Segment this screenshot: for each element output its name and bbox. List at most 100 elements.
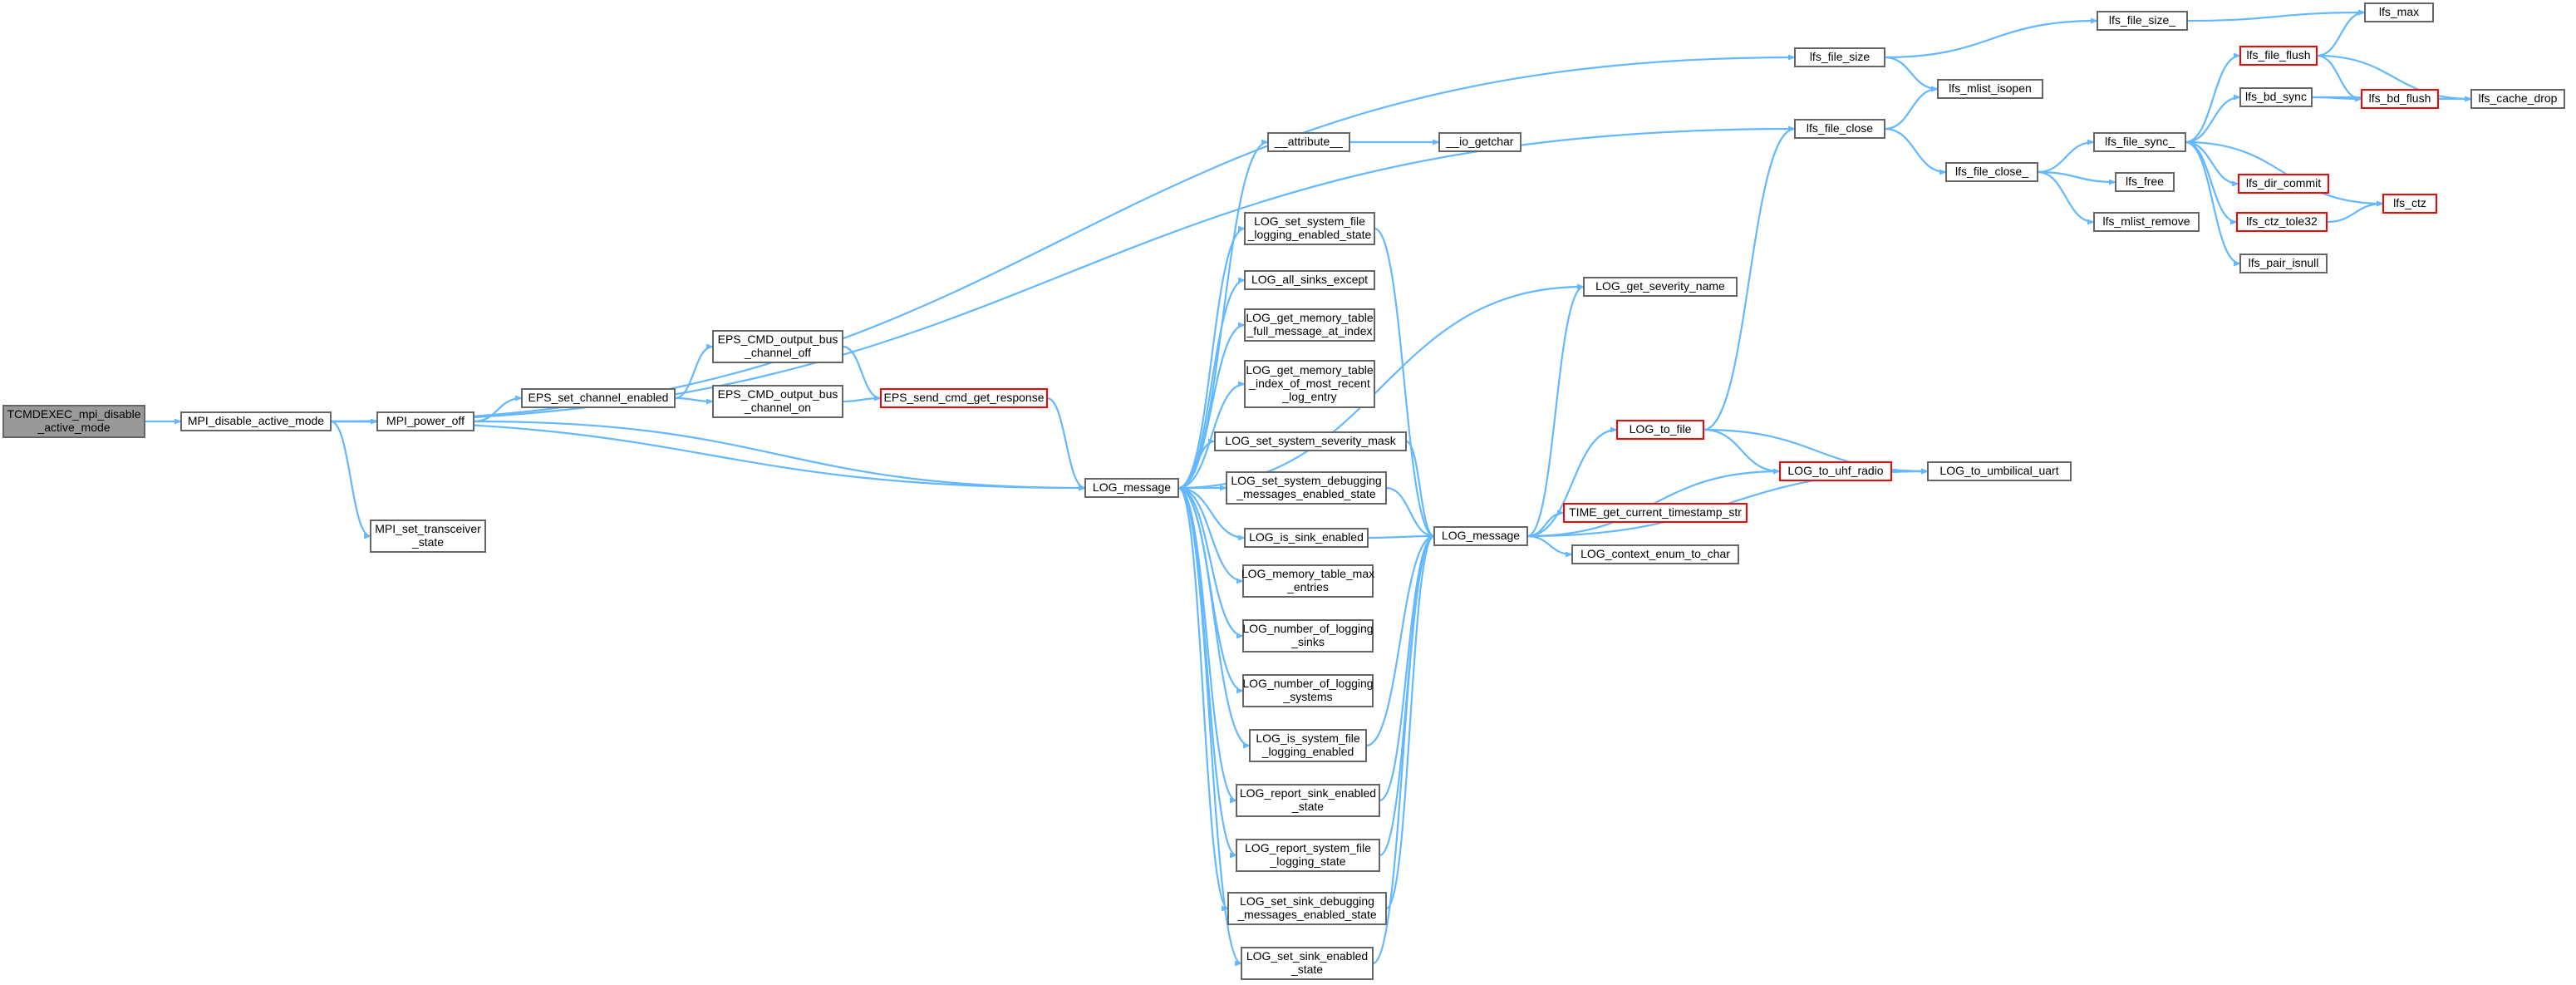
node-label: LOG_number_of_logging (1242, 622, 1373, 635)
node-lfs-file-close[interactable]: lfs_file_close_ (1945, 162, 2038, 182)
node-label: LOG_report_sink_enabled (1240, 786, 1376, 800)
node-label: _messages_enabled_state (1236, 487, 1376, 500)
node-eps-bus-off[interactable]: EPS_CMD_output_bus_channel_off (712, 330, 843, 363)
node-box (880, 388, 1048, 408)
edge-log-message-1-to-log-set-sink-debug (1177, 486, 1229, 912)
node-log-all-sinks[interactable]: LOG_all_sinks_except (1244, 270, 1375, 290)
node-label: _log_entry (1281, 390, 1336, 403)
node-lfs-dir-commit[interactable]: lfs_dir_commit (2238, 174, 2329, 194)
node-box (1241, 947, 1374, 980)
node-log-message-1[interactable]: LOG_message (1084, 478, 1179, 498)
node-label: LOG_set_sink_debugging (1240, 894, 1374, 908)
node-label: __attribute__ (1274, 135, 1343, 148)
node-box (1616, 420, 1704, 440)
node-box (1244, 270, 1375, 290)
node-log-set-sink-debug[interactable]: LOG_set_sink_debugging_messages_enabled_… (1227, 892, 1387, 925)
node-box (1779, 461, 1892, 481)
node-label: _state (1291, 800, 1324, 813)
node-label: LOG_get_memory_table (1246, 363, 1374, 377)
node-log-mem-max[interactable]: LOG_memory_table_max_entries (1241, 564, 1374, 598)
node-lfs-mlist-isopen[interactable]: lfs_mlist_isopen (1937, 79, 2043, 99)
node-lfs-pair-isnull[interactable]: lfs_pair_isnull (2239, 254, 2328, 273)
node-label: LOG_get_severity_name (1595, 279, 1725, 293)
node-lfs-file-size[interactable]: lfs_file_size (1794, 47, 1885, 67)
node-lfs-file-size[interactable]: lfs_file_size_ (2097, 11, 2188, 31)
node-box (521, 388, 676, 408)
node-lfs-ctz-tole32[interactable]: lfs_ctz_tole32 (2236, 212, 2328, 232)
node-log-to-file[interactable]: LOG_to_file (1616, 420, 1704, 440)
node-box (180, 411, 332, 431)
edge-lfs-file-close-to-lfs-mlist-isopen (1884, 86, 1939, 131)
node-log-set-sys-file[interactable]: LOG_set_system_file_logging_enabled_stat… (1244, 212, 1375, 245)
node-box (1244, 308, 1375, 342)
node-label: lfs_free (2126, 175, 2164, 188)
node-box (1794, 47, 1885, 67)
node-label: lfs_bd_sync (2245, 90, 2307, 103)
node-label: _messages_enabled_state (1236, 908, 1377, 921)
node-log-to-uhf[interactable]: LOG_to_uhf_radio (1779, 461, 1892, 481)
node-label: _sinks (1290, 635, 1325, 648)
node-attribute[interactable]: __attribute__ (1267, 132, 1350, 152)
node-box (1244, 212, 1375, 245)
node-lfs-mlist-remove[interactable]: lfs_mlist_remove (2093, 212, 2200, 232)
node-label: _state (1290, 963, 1323, 976)
node-box (1244, 360, 1375, 408)
node-eps-bus-on[interactable]: EPS_CMD_output_bus_channel_on (712, 385, 843, 418)
edge-lfs-file-sync-to-lfs-dir-commit (2185, 140, 2239, 187)
node-log-is-sys-file[interactable]: LOG_is_system_file_logging_enabled (1249, 729, 1367, 762)
node-box (2093, 212, 2200, 232)
edge-log-set-sys-file-to-log-message-2 (1374, 227, 1435, 539)
node-lfs-file-sync[interactable]: lfs_file_sync_ (2093, 132, 2186, 152)
node-label: _logging_enabled (1261, 745, 1354, 758)
node-lfs-bd-flush[interactable]: lfs_bd_flush (2361, 89, 2439, 109)
node-log-set-sink-en[interactable]: LOG_set_sink_enabled_state (1241, 947, 1374, 980)
node-lfs-cache-drop[interactable]: lfs_cache_drop (2470, 89, 2565, 109)
node-log-report-sys-file[interactable]: LOG_report_system_file_logging_state (1236, 839, 1380, 872)
node-log-num-sinks[interactable]: LOG_number_of_logging_sinks (1242, 619, 1374, 653)
node-box (1267, 132, 1350, 152)
edge-lfs-file-close-to-lfs-mlist-remove (2037, 170, 2095, 225)
node-log-mem-full[interactable]: LOG_get_memory_table_full_message_at_ind… (1244, 308, 1375, 342)
node-box (2238, 174, 2329, 194)
node-lfs-ctz[interactable]: lfs_ctz (2382, 194, 2437, 214)
node-lfs-free[interactable]: lfs_free (2115, 172, 2175, 192)
node-lfs-file-flush[interactable]: lfs_file_flush (2239, 46, 2318, 66)
node-log-to-umb[interactable]: LOG_to_umbilical_uart (1927, 461, 2072, 481)
node-log-is-sink[interactable]: LOG_is_sink_enabled (1244, 528, 1369, 548)
node-log-set-sev[interactable]: LOG_set_system_severity_mask (1214, 431, 1407, 451)
node-eps-send[interactable]: EPS_send_cmd_get_response (880, 388, 1048, 408)
node-log-set-sys-debug[interactable]: LOG_set_system_debugging_messages_enable… (1226, 471, 1387, 505)
node-box (1563, 503, 1748, 523)
node-label: _channel_on (744, 401, 811, 414)
node-log-ctx[interactable]: LOG_context_enum_to_char (1571, 544, 1739, 564)
node-box (376, 411, 474, 431)
node-box (1937, 79, 2043, 99)
node-box (2236, 212, 2328, 232)
node-log-report-sink[interactable]: LOG_report_sink_enabled_state (1236, 784, 1380, 817)
edge-lfs-file-sync-to-lfs-pair-isnull (2185, 140, 2241, 267)
node-label: LOG_to_file (1630, 422, 1692, 436)
node-log-get-sev[interactable]: LOG_get_severity_name (1583, 277, 1738, 297)
node-lfs-file-close[interactable]: lfs_file_close (1794, 119, 1885, 139)
edge-log-message-2-to-log-to-file (1526, 426, 1618, 538)
node-lfs-max[interactable]: lfs_max (2364, 2, 2434, 22)
node-mpi-disable[interactable]: MPI_disable_active_mode (180, 411, 332, 431)
node-label: _index_of_most_recent (1248, 377, 1370, 390)
node-box (1794, 119, 1885, 139)
node-box (1227, 892, 1387, 925)
node-label: lfs_file_size (1810, 50, 1871, 63)
node-box (1226, 471, 1387, 505)
node-mpi-set-trans[interactable]: MPI_set_transceiver_state (370, 520, 486, 553)
node-log-mem-index[interactable]: LOG_get_memory_table_index_of_most_recen… (1244, 360, 1375, 408)
node-log-num-sys[interactable]: LOG_number_of_logging_systems (1242, 674, 1374, 707)
node-io-getchar[interactable]: __io_getchar (1438, 132, 1522, 152)
node-label: MPI_set_transceiver (375, 522, 481, 535)
node-time-get[interactable]: TIME_get_current_timestamp_str (1563, 503, 1748, 523)
node-label: lfs_ctz (2393, 196, 2426, 209)
node-mpi-power-off[interactable]: MPI_power_off (376, 411, 474, 431)
node-lfs-bd-sync[interactable]: lfs_bd_sync (2239, 87, 2313, 107)
node-label: EPS_set_channel_enabled (528, 391, 669, 404)
node-eps-set-channel[interactable]: EPS_set_channel_enabled (521, 388, 676, 408)
node-log-message-2[interactable]: LOG_message (1433, 526, 1528, 546)
node-root[interactable]: TCMDEXEC_mpi_disable_active_mode (2, 405, 145, 438)
